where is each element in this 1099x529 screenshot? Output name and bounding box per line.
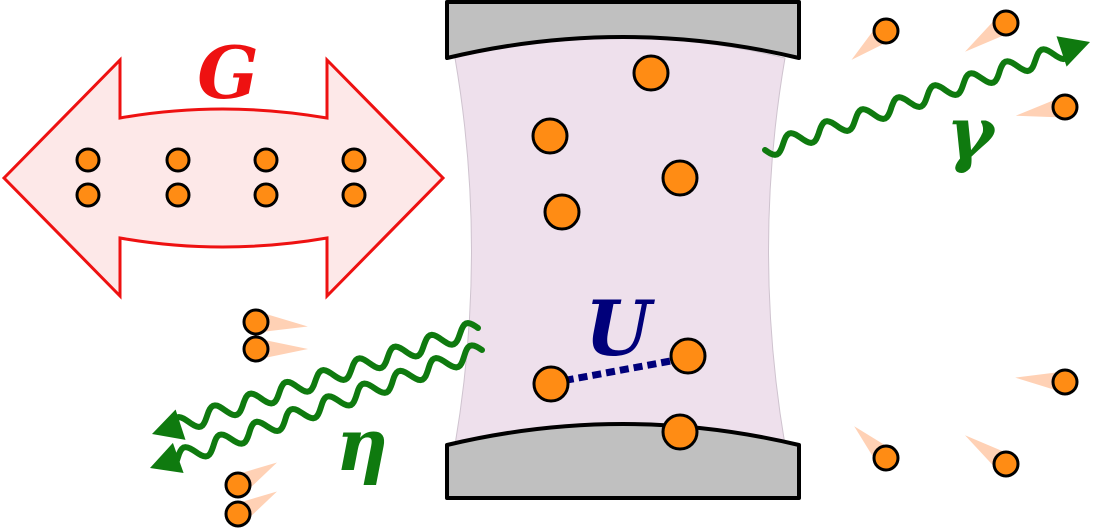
top-mirror — [445, 0, 801, 60]
photon-waves — [150, 36, 1090, 473]
particles — [75, 9, 1079, 528]
cavity-particle-4 — [543, 193, 581, 231]
pump-wave-arrow-2-head — [150, 442, 184, 473]
cavity-particle-3 — [661, 159, 699, 197]
escaping-particle-1 — [872, 17, 900, 45]
interaction-line — [550, 354, 688, 387]
loss-rate-label: γ — [946, 90, 997, 175]
pair-particle-bottom-4 — [341, 182, 367, 208]
pump-wave-arrow-1-head — [152, 409, 186, 440]
escaping-particle-4 — [1051, 368, 1079, 396]
pair-particle-bottom-2 — [165, 182, 191, 208]
loss-wave-arrow — [762, 46, 1071, 158]
pair-particle-top-2 — [165, 147, 191, 173]
cavity-particle-2 — [531, 117, 569, 155]
double-arrow-icon — [1, 56, 446, 300]
escaping-particle-9 — [224, 471, 252, 499]
cavity-particle-7 — [661, 413, 699, 451]
pair-coupling-label: G — [197, 30, 259, 115]
pump-rate-label: η — [336, 402, 388, 487]
pair-particle-top-4 — [341, 147, 367, 173]
cavity-body — [454, 37, 786, 446]
loss-wave-arrow-head — [1056, 36, 1090, 67]
interaction-label: U — [585, 284, 656, 373]
cavity-particle-6 — [532, 365, 570, 403]
bottom-mirror — [445, 422, 801, 500]
escaping-particle-5 — [872, 444, 900, 472]
particle-trail-8 — [256, 338, 308, 360]
escaping-particle-3 — [1051, 93, 1079, 121]
escaping-particle-2 — [992, 9, 1020, 37]
pair-particle-top-1 — [75, 147, 101, 173]
cavity-particle-5 — [669, 337, 707, 375]
pump-wave-arrow-1 — [172, 320, 481, 430]
escaping-particle-7 — [242, 308, 270, 336]
pump-wave-arrow-2 — [173, 342, 485, 466]
escaping-particle-6 — [992, 450, 1020, 478]
pair-particle-bottom-3 — [253, 182, 279, 208]
cavity-particle-1 — [632, 54, 670, 92]
escaping-particle-10 — [224, 500, 252, 528]
escaping-particle-8 — [242, 335, 270, 363]
pair-particle-top-3 — [253, 147, 279, 173]
pair-particle-bottom-1 — [75, 182, 101, 208]
